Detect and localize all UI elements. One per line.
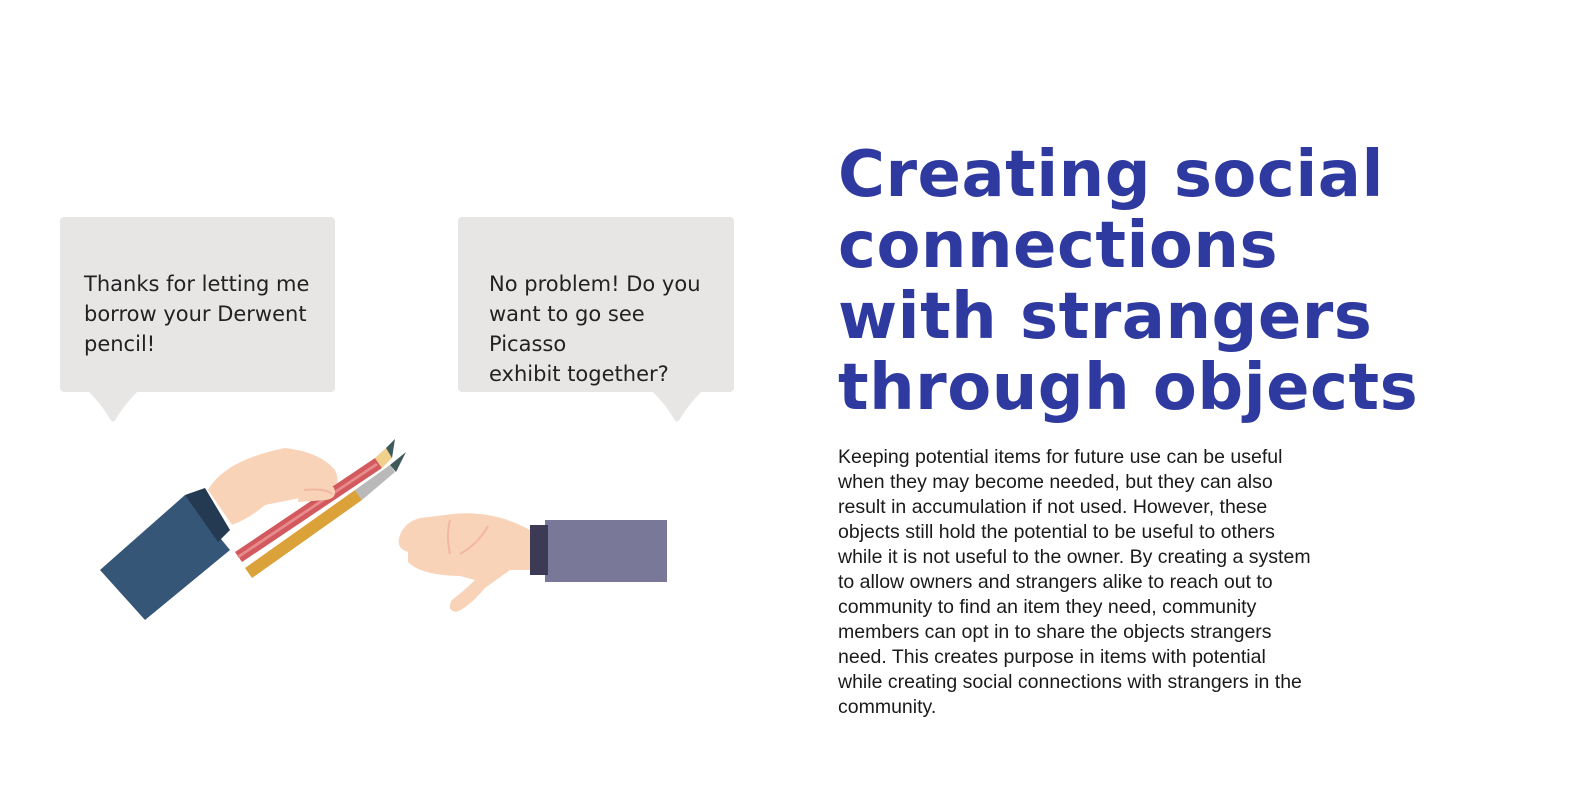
- speech-bubble-right-text: No problem! Do you want to go see Picass…: [489, 272, 701, 386]
- right-sleeve: [545, 520, 667, 582]
- right-cuff: [530, 525, 548, 575]
- yellow-pencil: [245, 490, 362, 578]
- open-hand-illustration: [398, 513, 667, 612]
- speech-bubble-left-tail: [88, 391, 138, 422]
- speech-bubble-left-text: Thanks for letting me borrow your Derwen…: [84, 272, 310, 356]
- left-hand: [208, 448, 338, 525]
- hand-holding-pencils-illustration: [100, 439, 406, 620]
- speech-bubble-right: No problem! Do you want to go see Picass…: [458, 217, 734, 392]
- speech-bubble-right-tail: [652, 391, 702, 422]
- right-hand: [398, 513, 530, 612]
- left-cuff: [185, 488, 230, 542]
- description-paragraph: Keeping potential items for future use c…: [838, 446, 1311, 718]
- speech-bubble-left: Thanks for letting me borrow your Derwen…: [60, 217, 335, 392]
- pencil-exchange-illustration: [100, 439, 667, 620]
- left-sleeve: [100, 495, 230, 620]
- page-title: Creating social connections with strange…: [838, 138, 1419, 425]
